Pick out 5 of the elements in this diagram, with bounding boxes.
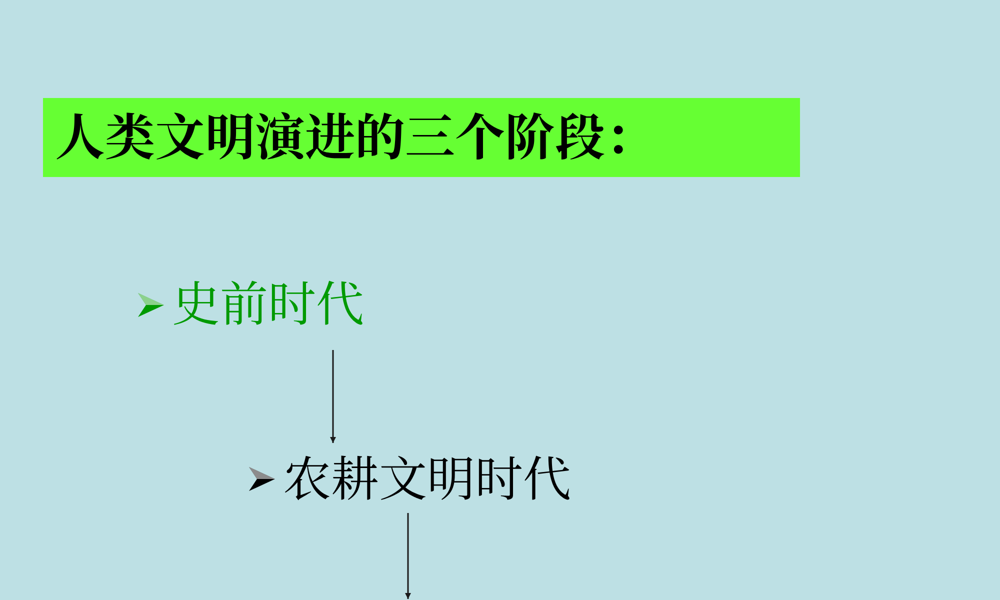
arrow [405,513,411,599]
stage-label: 农耕文明时代 [283,455,572,507]
stage-label: 史前时代 [172,280,364,332]
heading-text: 人类文明演进的三个阶段： [55,111,655,165]
arrow [330,350,336,443]
